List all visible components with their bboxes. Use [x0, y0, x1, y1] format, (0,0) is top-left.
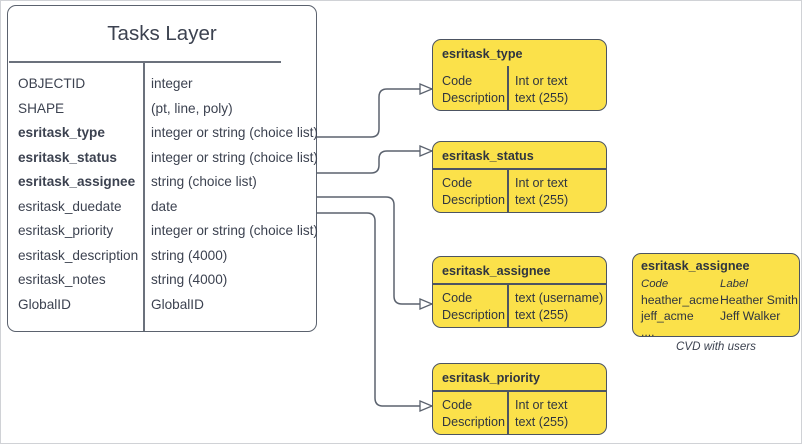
domain-title: esritask_assignee: [442, 264, 551, 278]
field-type: integer or string (choice list): [151, 149, 318, 165]
domain-title-divider: [433, 168, 606, 170]
table-row[interactable]: esritask_duedate date: [8, 195, 316, 220]
domain-right-line-2: text (255): [515, 193, 569, 207]
field-list: OBJECTID integer SHAPE (pt, line, poly) …: [8, 62, 318, 331]
cvd-label-1: Heather Smith: [720, 293, 798, 307]
cvd-code-column: Code heather_acme jeff_acme ....: [641, 275, 719, 340]
cvd-label-2: Jeff Walker: [720, 309, 781, 323]
column-divider: [143, 61, 145, 331]
field-type: integer: [151, 76, 193, 91]
domain-right-column: Int or text text (255): [515, 175, 568, 209]
cvd-code-3: ....: [641, 325, 655, 339]
domain-left-line-1: Code: [442, 291, 473, 305]
domain-right-line-2: text (255): [515, 415, 569, 429]
field-type: string (choice list): [151, 174, 257, 189]
domain-right-column: Int or text text (255): [515, 73, 568, 107]
domain-left-line-2: Description: [442, 308, 505, 322]
cvd-code-header: Code: [641, 278, 669, 290]
field-type: string (4000): [151, 247, 228, 263]
table-row[interactable]: esritask_notes string (4000): [8, 268, 316, 293]
domain-left-line-2: Description: [442, 91, 505, 105]
cvd-label-header: Label: [720, 278, 748, 290]
domain-title: esritask_priority: [442, 371, 541, 385]
domain-left-line-2: Description: [442, 193, 505, 207]
table-row[interactable]: esritask_type integer or string (choice …: [8, 121, 318, 146]
table-row[interactable]: esritask_status integer or string (choic…: [8, 146, 318, 171]
domain-title-divider: [433, 283, 606, 285]
field-type: date: [151, 198, 178, 214]
domain-right-line-2: text (255): [515, 91, 569, 105]
table-row[interactable]: GlobalID GlobalID: [8, 293, 316, 318]
domain-right-line-1: text (username): [515, 291, 604, 305]
cvd-title: esritask_assignee: [641, 259, 750, 273]
domain-right-line-1: Int or text: [515, 74, 568, 88]
domain-column-divider: [507, 390, 509, 434]
domain-right-column: Int or text text (255): [515, 397, 568, 431]
domain-title: esritask_status: [442, 149, 534, 163]
domain-title: esritask_type: [442, 47, 523, 61]
cvd-values-box[interactable]: esritask_assignee Code heather_acme jeff…: [632, 253, 800, 340]
table-row[interactable]: esritask_assignee string (choice list): [8, 170, 316, 195]
domain-right-line-1: Int or text: [515, 176, 568, 190]
cvd-code-2: jeff_acme: [641, 309, 694, 323]
connector-type: [317, 89, 432, 138]
field-name: esritask_notes: [18, 272, 106, 287]
connector-status: [317, 151, 432, 174]
field-name: esritask_description: [18, 247, 139, 263]
connector-assignee: [317, 196, 432, 304]
field-name: OBJECTID: [18, 76, 86, 91]
cvd-code-1: heather_acme: [641, 293, 719, 307]
field-name: esritask_duedate: [18, 198, 122, 214]
domain-title-divider: [433, 390, 606, 392]
domain-column-divider: [507, 283, 509, 327]
domain-column-divider: [507, 168, 509, 212]
field-type: GlobalID: [151, 296, 204, 312]
table-row[interactable]: SHAPE (pt, line, poly): [8, 97, 316, 122]
field-name: esritask_priority: [18, 223, 114, 238]
table-row[interactable]: esritask_description string (4000): [8, 244, 316, 269]
cvd-caption: CVD with users: [676, 340, 756, 353]
domain-left-line-1: Code: [442, 74, 473, 88]
field-type: integer or string (choice list): [151, 125, 318, 140]
page-title: Tasks Layer: [107, 22, 217, 45]
domain-left-line-1: Code: [442, 398, 473, 412]
field-type: integer or string (choice list): [151, 223, 318, 238]
cvd-label-column: Label Heather Smith Jeff Walker: [720, 275, 798, 324]
field-name: esritask_status: [18, 149, 117, 165]
table-row[interactable]: OBJECTID integer: [8, 72, 316, 97]
domain-right-column: text (username) text (255): [515, 290, 603, 324]
field-name: GlobalID: [18, 296, 71, 312]
domain-column-divider: [507, 66, 509, 110]
field-name: esritask_assignee: [18, 174, 136, 189]
domain-right-line-2: text (255): [515, 308, 569, 322]
field-name: esritask_type: [18, 125, 105, 140]
field-type: string (4000): [151, 272, 228, 287]
header-divider: [9, 61, 281, 63]
field-type: (pt, line, poly): [151, 100, 233, 116]
domain-right-line-1: Int or text: [515, 398, 568, 412]
tasks-layer-entity[interactable]: Tasks Layer OBJECTID integer SHAPE (pt, …: [7, 5, 318, 332]
connector-priority: [317, 212, 432, 406]
table-row[interactable]: esritask_priority integer or string (cho…: [8, 219, 318, 244]
domain-left-line-2: Description: [442, 415, 505, 429]
domain-left-line-1: Code: [442, 176, 473, 190]
field-name: SHAPE: [18, 100, 65, 116]
